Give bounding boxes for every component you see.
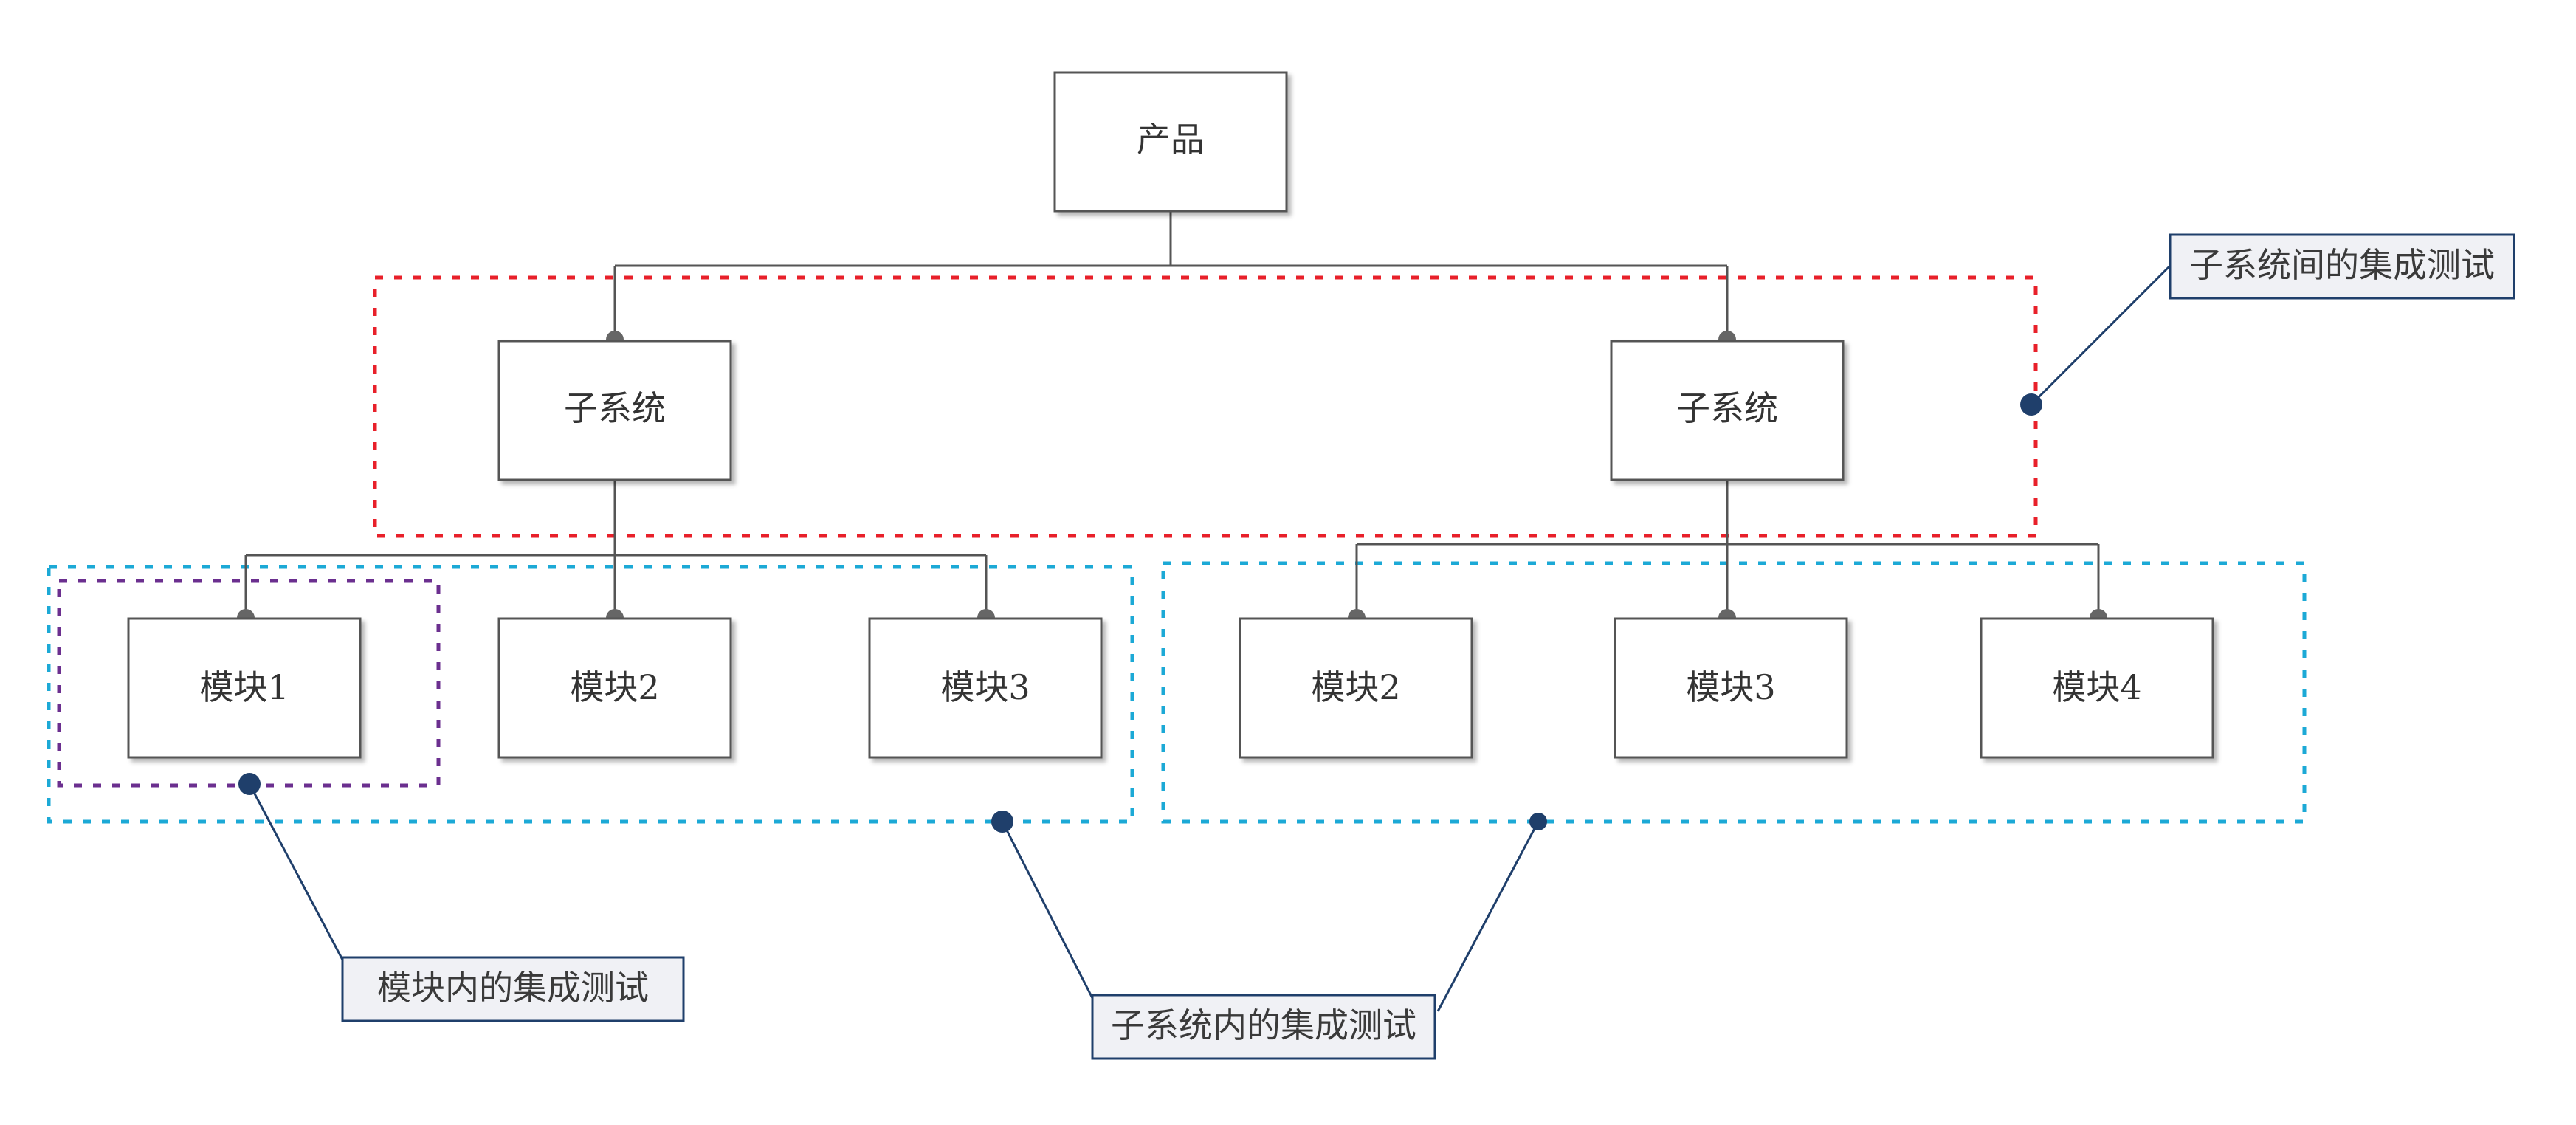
- node-right-module-3[interactable]: 模块3: [1614, 617, 1848, 759]
- leader-within-module: [248, 783, 344, 960]
- connector-product-subsystems: [613, 211, 1729, 340]
- node-subsystem-left-label: 子系统: [564, 388, 666, 428]
- node-subsystem-right-label: 子系统: [1676, 388, 1778, 428]
- tree-connectors: [244, 211, 2100, 618]
- node-left-module-1[interactable]: 模块1: [127, 617, 362, 759]
- callout-within-subsystem[interactable]: 子系统内的集成测试: [1091, 994, 1436, 1060]
- node-product-label: 产品: [1137, 120, 1205, 159]
- node-subsystem-left[interactable]: 子系统: [497, 340, 732, 481]
- node-left-module-3[interactable]: 模块3: [868, 617, 1103, 759]
- anchor-dot: [1529, 813, 1547, 830]
- anchor-dot: [238, 773, 261, 795]
- node-subsystem-right[interactable]: 子系统: [1610, 340, 1845, 481]
- right-subsystem-frame: [1161, 561, 2307, 824]
- node-left-module-3-label: 模块3: [940, 667, 1030, 707]
- callout-between-subsystems[interactable]: 子系统间的集成测试: [2169, 233, 2515, 300]
- callout-anchor-dots: [238, 393, 2042, 833]
- node-right-module-2[interactable]: 模块2: [1239, 617, 1473, 759]
- callout-between-subsystems-label: 子系统间的集成测试: [2189, 245, 2495, 285]
- node-product[interactable]: 产品: [1053, 71, 1288, 213]
- anchor-dot: [2020, 393, 2042, 416]
- node-left-module-2-label: 模块2: [570, 667, 659, 707]
- leader-within-subsystem-right: [1436, 821, 1540, 1012]
- node-right-module-4[interactable]: 模块4: [1980, 617, 2214, 759]
- node-right-module-3-label: 模块3: [1686, 667, 1775, 707]
- node-left-module-2[interactable]: 模块2: [497, 617, 732, 759]
- callout-within-module[interactable]: 模块内的集成测试: [341, 956, 685, 1022]
- node-left-module-1-label: 模块1: [199, 667, 289, 707]
- node-right-module-4-label: 模块4: [2052, 667, 2141, 707]
- callout-within-subsystem-label: 子系统内的集成测试: [1111, 1005, 1416, 1045]
- connector-right-subsystem-modules: [1355, 481, 2100, 618]
- connector-left-subsystem-modules: [244, 481, 988, 618]
- node-right-module-2-label: 模块2: [1311, 667, 1400, 707]
- anchor-dot: [991, 811, 1013, 833]
- left-subsystem-frame: [47, 565, 1134, 824]
- callout-within-module-label: 模块内的集成测试: [377, 968, 649, 1008]
- leader-between-subsystems: [2030, 264, 2172, 406]
- callout-leaders: [248, 264, 2172, 1012]
- leader-within-subsystem-left: [1001, 821, 1094, 999]
